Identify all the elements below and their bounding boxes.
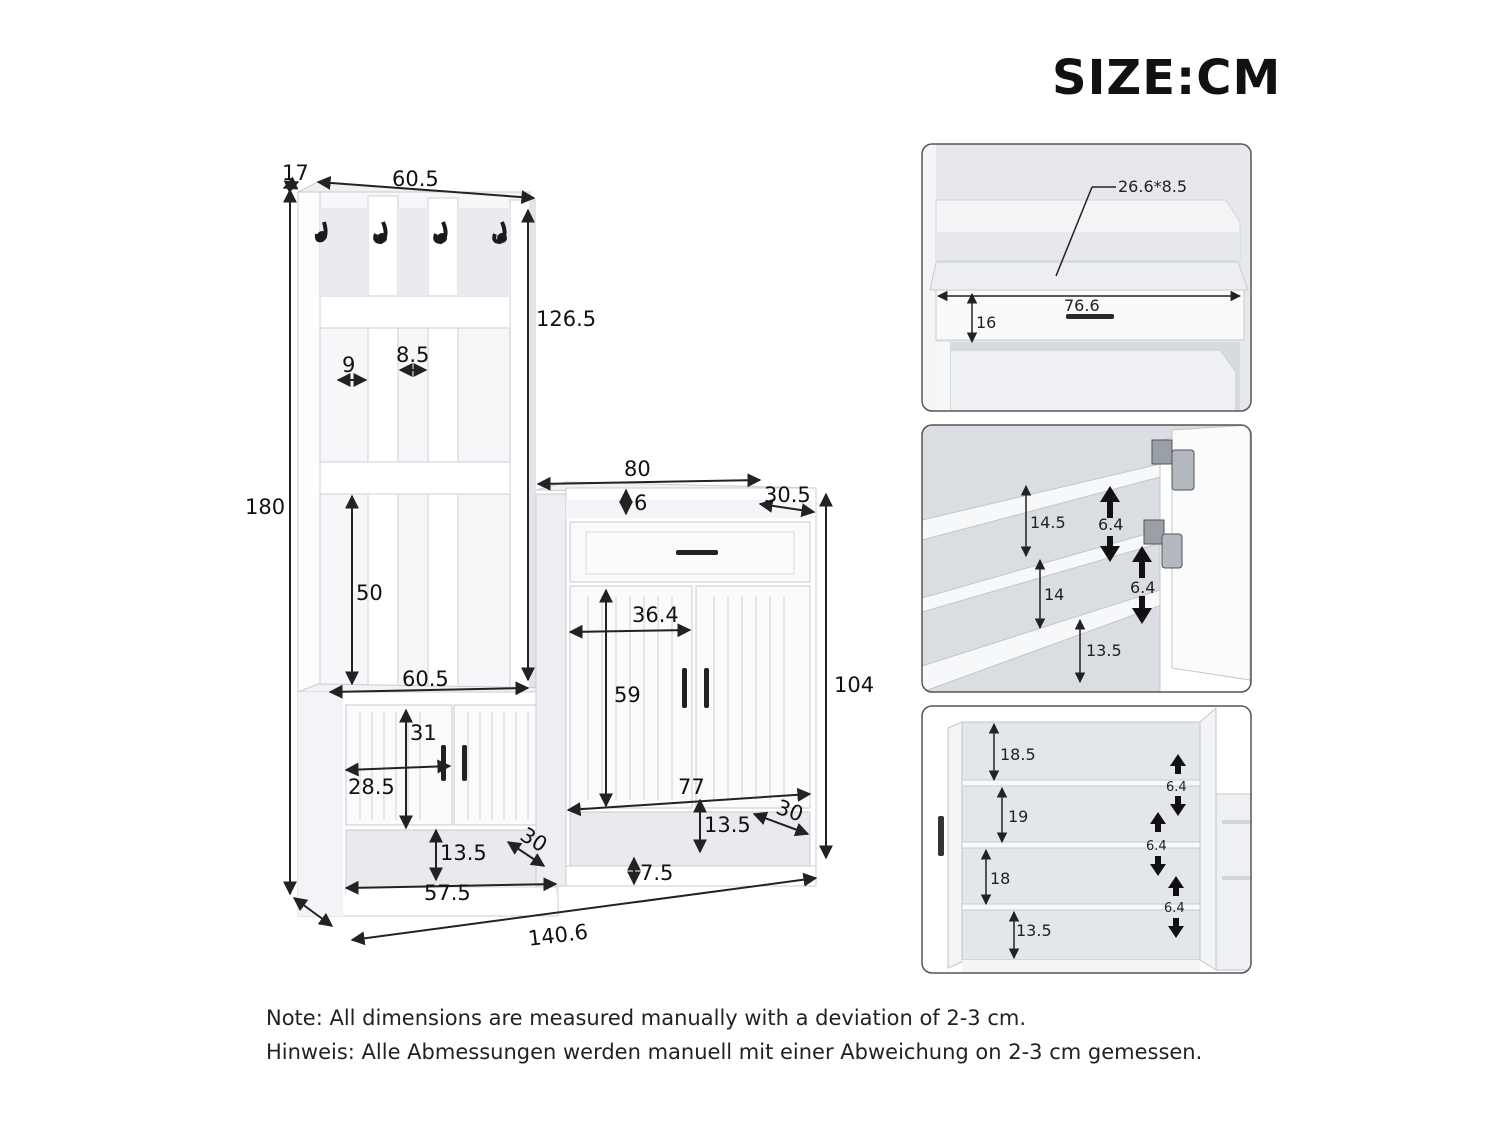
dim-shelf-right-1: 18.5 bbox=[1000, 745, 1036, 764]
dim-adjust-right-1: 6.4 bbox=[1166, 780, 1187, 795]
dim-height-hallstand: 126.5 bbox=[536, 307, 596, 331]
dim-shelf-right-2: 19 bbox=[1008, 807, 1028, 826]
detail-panel-shelves-right: 18.5 19 18 13.5 6.4 6.4 6.4 bbox=[921, 705, 1252, 974]
dimension-lines bbox=[282, 175, 833, 946]
dim-cabinet-width: 80 bbox=[624, 457, 651, 481]
dim-bench-door-height: 31 bbox=[410, 721, 437, 745]
dim-cabinet-depth: 30.5 bbox=[764, 483, 811, 507]
dim-drawer-height: 16 bbox=[976, 313, 996, 332]
dim-cabinet-door-height: 59 bbox=[614, 683, 641, 707]
coat-hook-icon bbox=[314, 221, 507, 245]
note-german: Hinweis: Alle Abmessungen werden manuell… bbox=[266, 1040, 1203, 1064]
dim-adjust-right-3: 6.4 bbox=[1164, 901, 1185, 916]
dim-bench-open-height: 13.5 bbox=[440, 841, 487, 865]
hallstand bbox=[296, 181, 538, 693]
dim-drawer-width: 76.6 bbox=[1064, 296, 1100, 315]
dim-height-total: 180 bbox=[245, 495, 285, 519]
dim-shelf-right-3: 18 bbox=[990, 869, 1010, 888]
detail-panel-shelves-left: 14.5 14 13.5 6.4 6.4 bbox=[921, 424, 1252, 693]
dim-width-top: 60.5 bbox=[392, 167, 439, 191]
dim-cabinet-plinth: 7.5 bbox=[640, 861, 673, 885]
dim-slat-lower-height: 50 bbox=[356, 581, 383, 605]
dim-adjust-left-2: 6.4 bbox=[1130, 578, 1155, 597]
dim-cabinet-inner-width: 77 bbox=[678, 775, 705, 799]
dim-shelf-left-1: 14.5 bbox=[1030, 513, 1066, 532]
dim-slat-gap-a: 9 bbox=[342, 353, 355, 377]
dim-slat-gap-b: 8.5 bbox=[396, 343, 429, 367]
shoe-cabinet bbox=[535, 481, 817, 887]
adjust-arrow-icon bbox=[1100, 486, 1152, 624]
dim-cabinet-height: 104 bbox=[834, 673, 874, 697]
dim-cabinet-door-width: 36.4 bbox=[632, 603, 679, 627]
dim-shelf-left-2: 14 bbox=[1044, 585, 1064, 604]
dim-shelf-left-3: 13.5 bbox=[1086, 641, 1122, 660]
dim-cabinet-open-height: 13.5 bbox=[704, 813, 751, 837]
dim-depth-top: 17 bbox=[282, 161, 309, 185]
detail-panel-drawer: 26.6*8.5 76.6 16 bbox=[921, 143, 1252, 412]
dim-bench-width: 60.5 bbox=[402, 667, 449, 691]
adjust-arrow-icon bbox=[1150, 754, 1186, 938]
dim-adjust-right-2: 6.4 bbox=[1146, 839, 1167, 854]
size-unit-title: SIZE:CM bbox=[1052, 50, 1282, 106]
dim-bench-door-width: 28.5 bbox=[348, 775, 395, 799]
dim-total-width: 140.6 bbox=[527, 920, 590, 951]
dim-shelf-right-4: 13.5 bbox=[1016, 921, 1052, 940]
dim-drawer-inner: 26.6*8.5 bbox=[1118, 177, 1187, 196]
dim-cabinet-rail: 6 bbox=[634, 491, 647, 515]
dim-bench-base-width: 57.5 bbox=[424, 881, 471, 905]
dim-adjust-left-1: 6.4 bbox=[1098, 515, 1123, 534]
note-english: Note: All dimensions are measured manual… bbox=[266, 1006, 1027, 1030]
